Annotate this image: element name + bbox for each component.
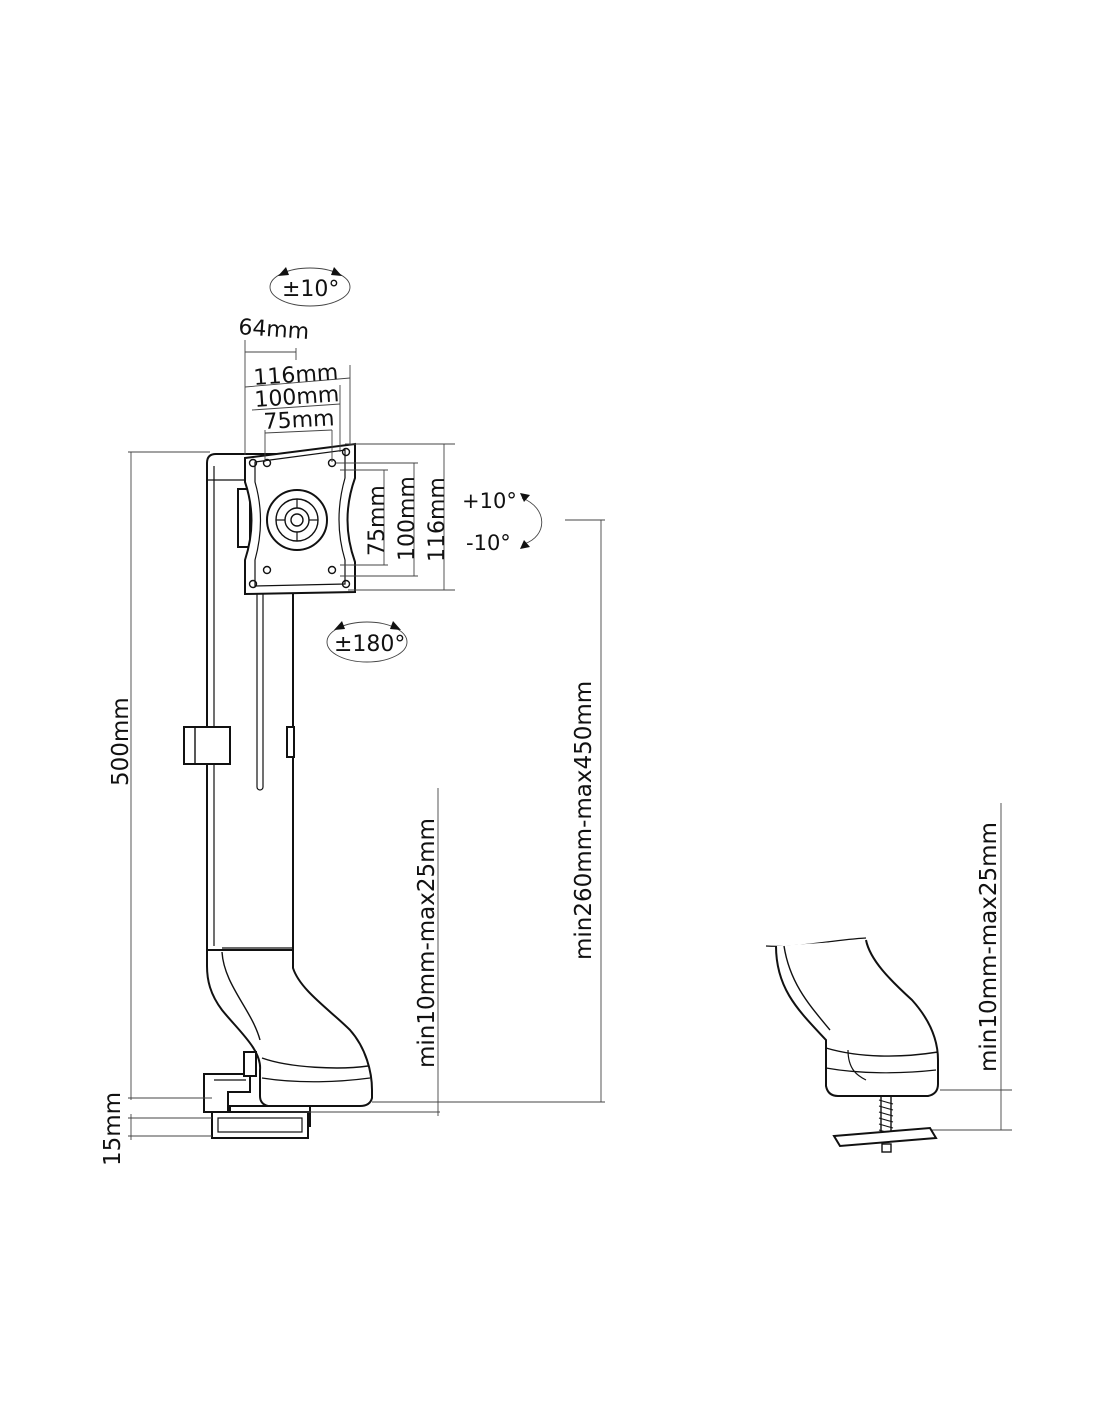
- cable-clip: [183, 726, 231, 765]
- dim-75mm-vertical: 75mm: [365, 485, 390, 556]
- dim-100mm-vertical: 100mm: [395, 476, 420, 561]
- tilt-top-label: ±10°: [282, 277, 339, 302]
- clamp-range-right-label: min10mm-max25mm: [976, 822, 1002, 1072]
- height-500mm-label: 500mm: [108, 697, 134, 786]
- tilt-minus-label: -10°: [466, 531, 511, 555]
- clamp-plate: [832, 1126, 938, 1148]
- monitor-stand-main-view: [183, 442, 373, 1139]
- dimension-lines: [128, 340, 1012, 1140]
- vesa-holes: [248, 447, 351, 589]
- height-range-label: min260mm-max450mm: [571, 681, 597, 960]
- clamp-detail-view: [765, 937, 939, 1153]
- base-15mm-label: 15mm: [100, 1092, 126, 1166]
- clamp-range-left-label: min10mm-max25mm: [414, 818, 440, 1068]
- dim-100mm-horizontal: 100mm: [254, 382, 340, 413]
- dim-64mm: 64mm: [238, 315, 310, 345]
- rotation-indicators: [269, 267, 543, 663]
- detail-lower-arm: [775, 939, 939, 1097]
- dim-116mm-vertical: 116mm: [425, 477, 450, 562]
- clamp-screw: [878, 1095, 894, 1141]
- tilt-plus-label: +10°: [462, 489, 517, 513]
- dim-116mm-horizontal: 116mm: [253, 360, 339, 391]
- dim-75mm-horizontal: 75mm: [263, 406, 335, 435]
- rotate-label: ±180°: [334, 632, 405, 657]
- stand-lower-arm: [206, 949, 373, 1107]
